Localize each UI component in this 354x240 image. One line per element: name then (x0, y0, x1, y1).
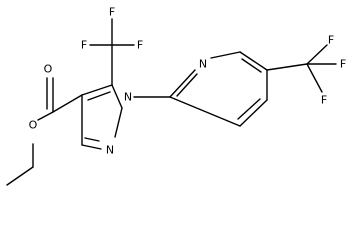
atom-o-carbonyl: O (44, 63, 53, 76)
bond-pz-c5-n1 (111, 84, 123, 109)
atom-f-b-right: F (340, 58, 346, 71)
atom-n2: N (106, 144, 114, 157)
chemical-structure: O O N N N F F F F F F (6, 6, 347, 186)
bond-py-c4-c3 (239, 99, 268, 127)
bond-py-c6-c5-inner (241, 58, 262, 73)
bond-py-c2-n-inner (176, 73, 198, 97)
bond-pz-n2-c3 (81, 144, 102, 150)
bond-cf3b-f-top (306, 44, 328, 65)
bond-py-c3-c2 (169, 96, 241, 127)
atom-f-a-top: F (109, 6, 115, 19)
bond-py-c4-c3-inner (237, 98, 261, 120)
atom-n-pyridine: N (199, 58, 207, 71)
bonds (6, 18, 337, 186)
bond-pz-c4-c5 (81, 84, 113, 96)
bond-py-n-c6 (210, 51, 241, 59)
bond-ethyl-ch3 (6, 166, 34, 186)
atom-f-b-bottom: F (321, 94, 327, 107)
bond-py-c2-n (169, 69, 196, 98)
bond-pz-n2-c3-inner (84, 137, 100, 142)
bond-py-cf3 (266, 63, 308, 71)
bond-carbonyl-c-o-single (52, 94, 83, 113)
bond-ester-o (37, 111, 54, 121)
atom-labels: O O N N N F F F F F F (29, 6, 347, 157)
bond-cf3b-f-bottom (306, 63, 323, 93)
bond-pz-c4-c5-inner (87, 91, 111, 101)
atom-f-a-left: F (81, 39, 87, 52)
atom-o-ester: O (29, 119, 38, 132)
atom-f-a-right: F (137, 39, 143, 52)
bond-py-c6-c5 (239, 51, 268, 71)
bond-pz-n1-n2 (114, 107, 123, 138)
atom-n1: N (124, 91, 132, 104)
atom-f-b-top: F (328, 34, 334, 47)
